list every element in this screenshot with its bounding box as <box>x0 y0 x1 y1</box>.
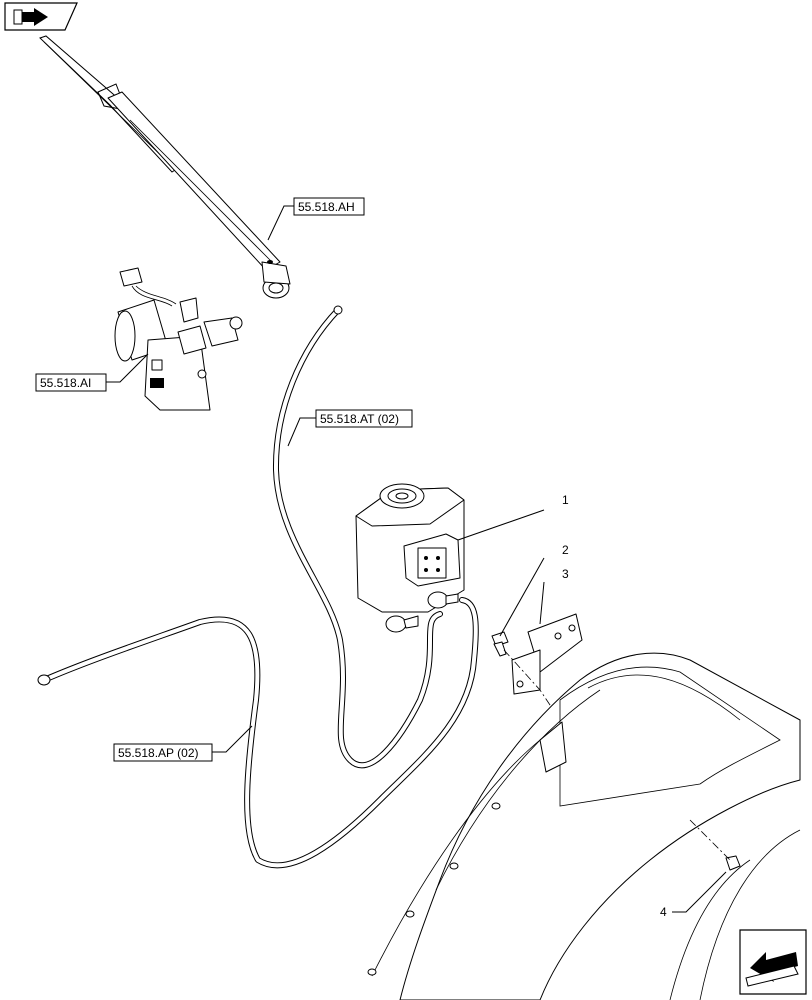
reference-label: 55.518.AI <box>40 376 91 390</box>
washer-reservoir <box>355 483 465 633</box>
reference-label: 55.518.AH <box>298 200 355 214</box>
callout-number: 4 <box>660 905 667 919</box>
bracket-assembly <box>491 613 583 721</box>
nut <box>689 819 741 871</box>
wiper-motor <box>114 267 243 411</box>
reference-label: 55.518.AT (02) <box>320 412 399 426</box>
arrow-down-left-icon[interactable] <box>739 929 807 995</box>
reference-55-518-at-02[interactable]: 55.518.AT (02) <box>315 409 413 428</box>
hose-ap <box>37 597 479 869</box>
callout-number: 2 <box>562 543 569 557</box>
hose-at <box>272 305 443 769</box>
reference-55-518-ap-02[interactable]: 55.518.AP (02) <box>113 743 213 762</box>
arrow-right-icon[interactable] <box>4 2 78 31</box>
reference-label: 55.518.AP (02) <box>118 746 199 760</box>
reference-55-518-ai[interactable]: 55.518.AI <box>35 373 107 392</box>
callout-number: 3 <box>562 567 569 581</box>
wiper-arm <box>39 35 291 299</box>
fender-shell <box>367 652 801 1000</box>
callout-number: 1 <box>562 493 569 507</box>
leader-lines <box>106 205 727 913</box>
reference-55-518-ah[interactable]: 55.518.AH <box>293 197 365 216</box>
